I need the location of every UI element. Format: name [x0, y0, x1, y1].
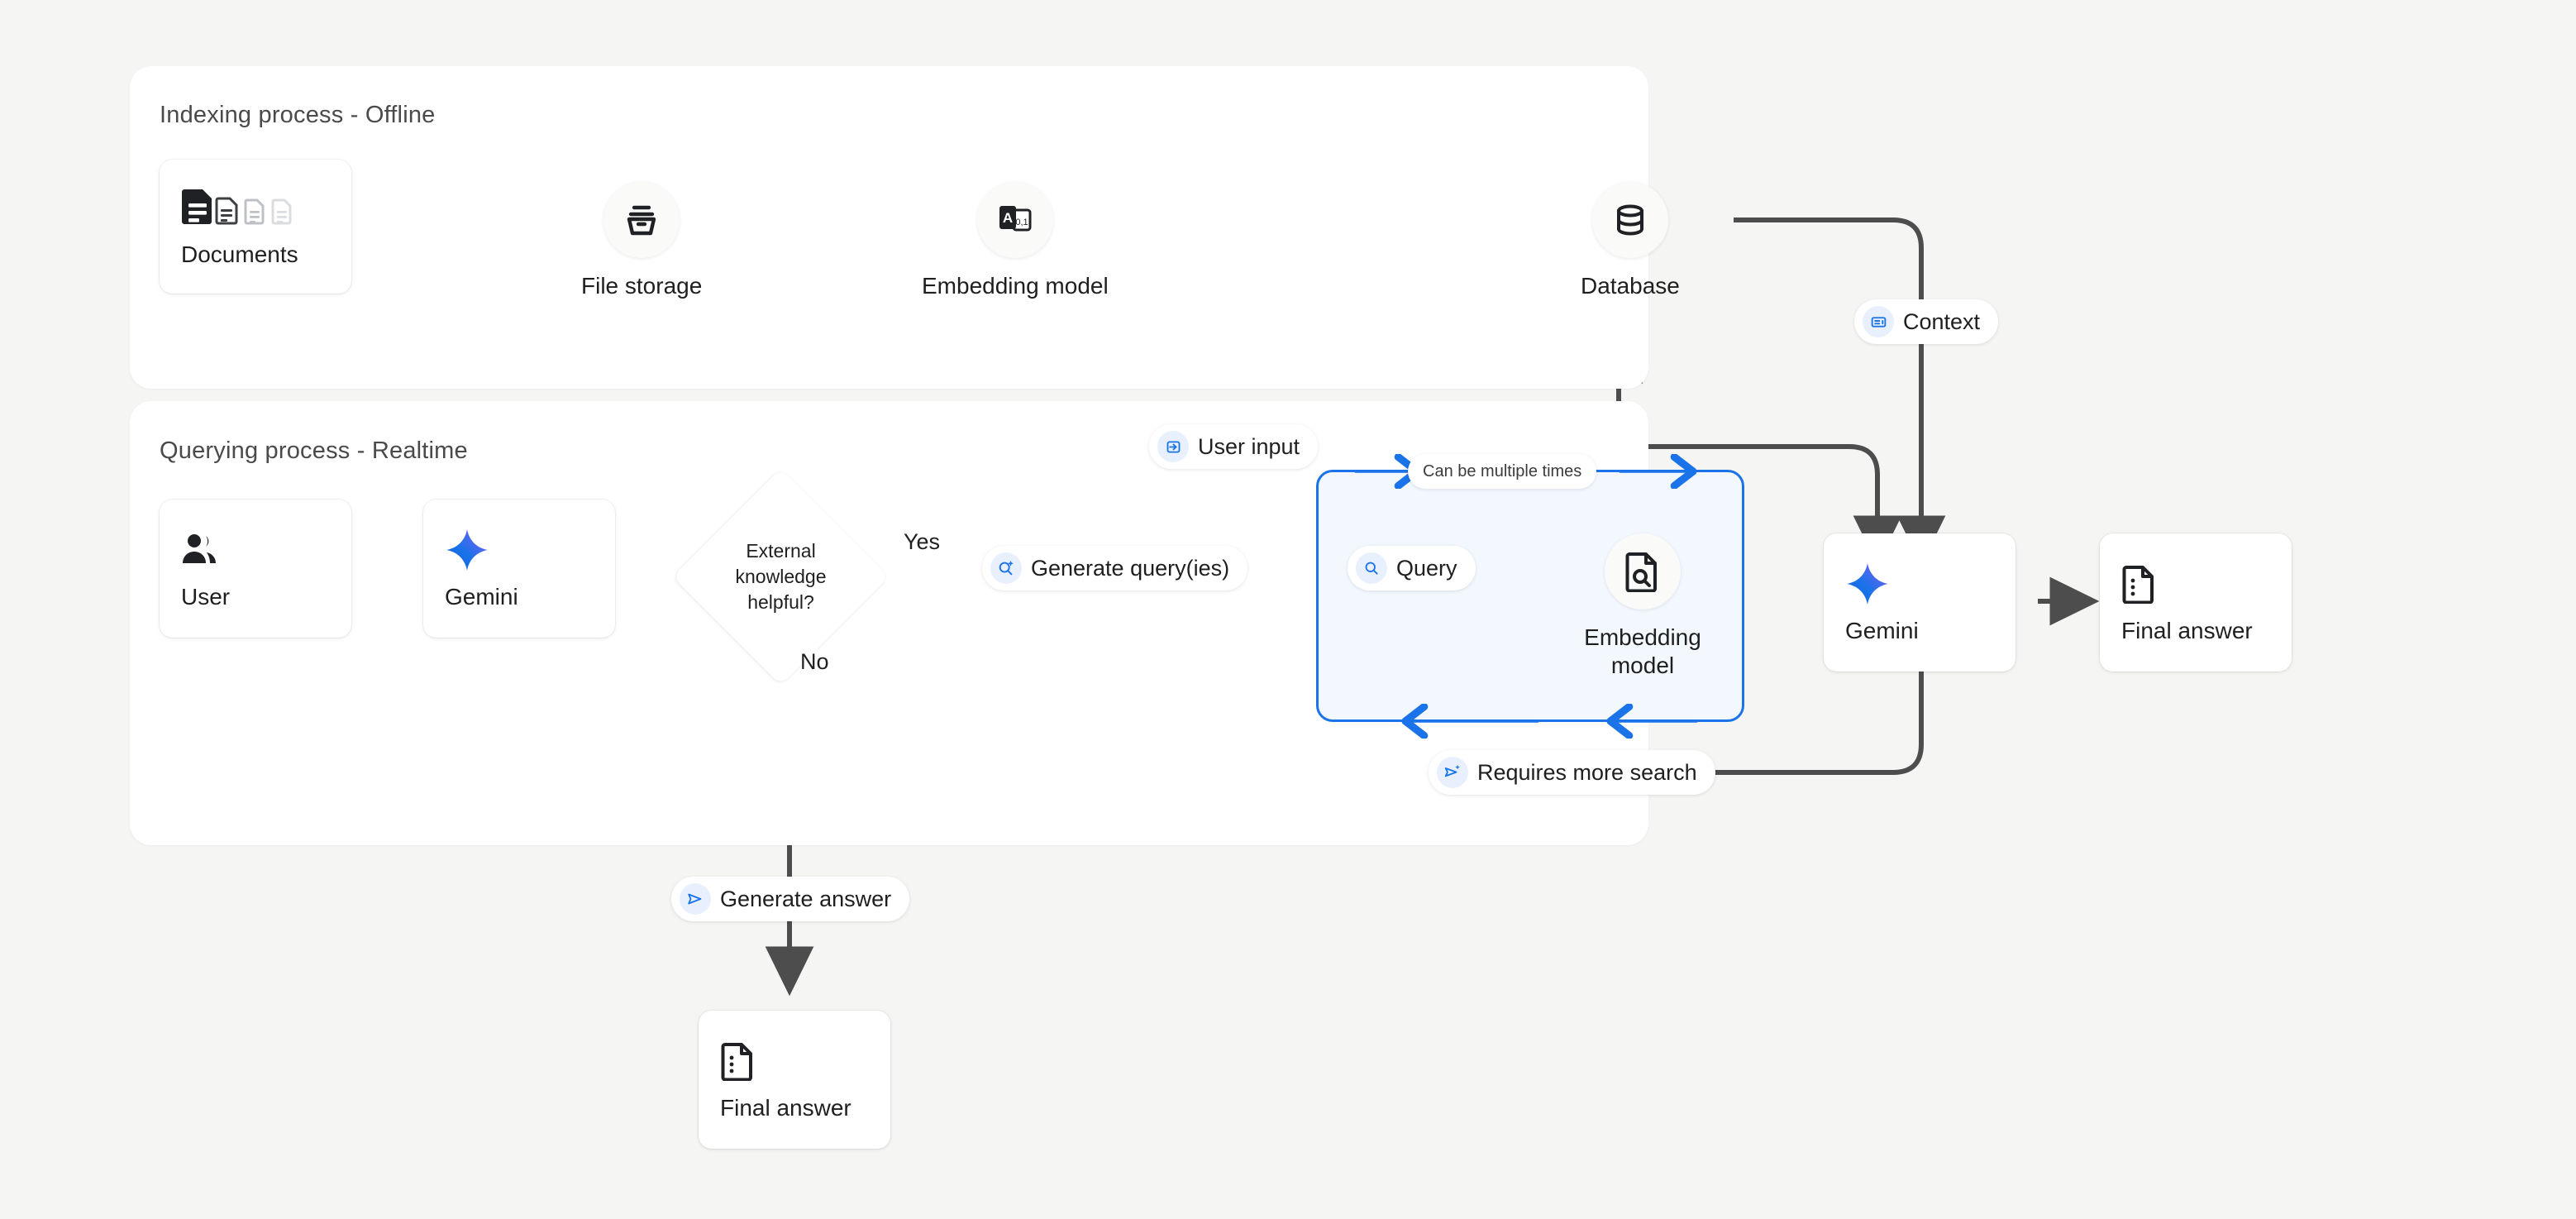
node-final-answer-bottom[interactable]: Final answer [699, 1011, 890, 1149]
pill-context[interactable]: Context [1854, 299, 1999, 344]
document-search-icon [1605, 533, 1681, 610]
database-icon [1591, 182, 1668, 258]
node-embedding-model-querying-label: Embedding model [1584, 624, 1701, 679]
pill-query[interactable]: Query [1348, 546, 1476, 590]
pill-requires-more-search[interactable]: Requires more search [1429, 750, 1715, 795]
archive-icon [603, 182, 680, 258]
gemini-sparkle-icon [445, 528, 615, 572]
pill-generate-answer-label: Generate answer [720, 886, 892, 911]
node-embedding-model-indexing[interactable]: 0,1 A Embedding model [922, 182, 1109, 300]
pill-generate-queries-label: Generate query(ies) [1031, 555, 1230, 581]
node-embedding-model-querying[interactable]: Embedding model [1581, 533, 1705, 680]
node-gemini-left[interactable]: Gemini [423, 500, 615, 638]
decision-external-knowledge[interactable]: External knowledge helpful? [672, 468, 890, 686]
node-user-label: User [181, 583, 231, 610]
panel-indexing-title: Indexing process - Offline [160, 102, 436, 128]
login-icon [1157, 431, 1189, 462]
wire-database-to-gemini-context [1734, 217, 1946, 566]
pill-generate-answer[interactable]: Generate answer [671, 877, 910, 921]
node-gemini-right-label: Gemini [1845, 617, 1919, 643]
node-file-storage[interactable]: File storage [581, 182, 702, 300]
documents-icon [181, 185, 351, 230]
svg-text:0,1: 0,1 [1015, 218, 1028, 227]
node-gemini-right[interactable]: Gemini [1824, 533, 2015, 672]
search-icon [1356, 552, 1387, 584]
search-sparkle-icon [990, 552, 1022, 584]
node-documents[interactable]: Documents [160, 160, 351, 294]
pill-can-be-multiple-times: Can be multiple times [1408, 454, 1597, 489]
context-card-icon [1863, 306, 1894, 337]
pill-loop-note-label: Can be multiple times [1423, 461, 1582, 480]
svg-text:A: A [1003, 210, 1013, 226]
pill-requires-more-search-label: Requires more search [1477, 759, 1697, 785]
send-icon [680, 883, 711, 915]
node-user[interactable]: User [160, 500, 351, 638]
edge-label-yes: Yes [904, 529, 941, 554]
node-gemini-left-label: Gemini [445, 583, 518, 610]
decision-label: External knowledge helpful? [735, 539, 827, 614]
node-final-answer-right[interactable]: Final answer [2100, 533, 2292, 672]
node-database[interactable]: Database [1581, 182, 1680, 300]
answer-doc-icon [720, 1039, 890, 1083]
node-file-storage-label: File storage [581, 273, 703, 299]
node-embedding-model-indexing-label: Embedding model [922, 273, 1109, 299]
panel-indexing-process [130, 66, 1648, 389]
pill-user-input[interactable]: User input [1149, 424, 1319, 469]
node-final-answer-bottom-label: Final answer [720, 1094, 852, 1121]
people-icon [181, 528, 351, 572]
send-sparkle-icon [1437, 757, 1468, 788]
node-final-answer-right-label: Final answer [2121, 617, 2253, 643]
node-documents-label: Documents [181, 241, 298, 267]
pill-user-input-label: User input [1198, 433, 1300, 459]
text-embedding-icon: 0,1 A [976, 182, 1053, 258]
panel-querying-title: Querying process - Realtime [160, 437, 468, 464]
pill-context-label: Context [1903, 308, 1981, 334]
node-database-label: Database [1581, 273, 1680, 299]
pill-query-label: Query [1396, 555, 1457, 581]
gemini-sparkle-icon [1845, 562, 2015, 606]
pill-generate-queries[interactable]: Generate query(ies) [982, 546, 1248, 590]
answer-doc-icon [2121, 562, 2292, 606]
edge-label-no: No [800, 649, 829, 674]
